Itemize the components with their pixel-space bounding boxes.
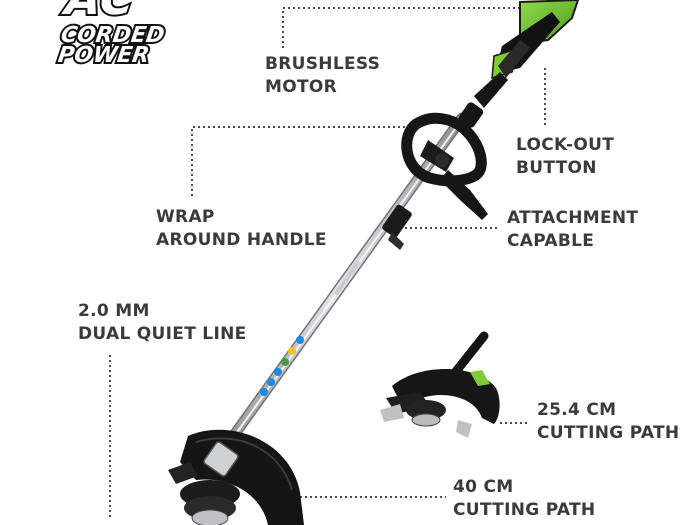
ac-corded-power-logo: AC CORDED POWER	[54, 0, 168, 70]
wrap-around-handle	[401, 112, 488, 220]
logo-line-ac: AC	[60, 0, 139, 25]
callout-cutting-path-small-line2: CUTTING PATH	[537, 423, 680, 443]
callout-wrap-around-handle-line2: AROUND HANDLE	[156, 230, 327, 250]
callout-attachment-capable-line1: ATTACHMENT	[507, 208, 639, 228]
callout-dual-quiet-line-line1: 2.0 MM	[78, 301, 150, 321]
callout-attachment-capable: ATTACHMENT CAPABLE	[507, 207, 638, 253]
callout-dual-quiet-line: 2.0 MM DUAL QUIET LINE	[78, 300, 247, 346]
callout-lock-out-button-line1: LOCK-OUT	[516, 135, 615, 155]
logo-line-corded: CORDED	[59, 22, 166, 48]
leader-wrap-handle	[191, 126, 405, 196]
leader-brushless-motor	[282, 7, 520, 48]
callout-attachment-capable-line2: CAPABLE	[507, 231, 595, 251]
main-trimmer-head	[168, 429, 304, 525]
callout-brushless-motor-line2: MOTOR	[265, 77, 338, 97]
callout-cutting-path-small: 25.4 CM CUTTING PATH	[537, 399, 679, 445]
callout-cutting-path-large: 40 CM CUTTING PATH	[453, 476, 595, 522]
callout-wrap-around-handle: WRAP AROUND HANDLE	[156, 206, 327, 252]
callout-wrap-around-handle-line1: WRAP	[156, 207, 215, 227]
logo-line-power: POWER	[56, 42, 151, 68]
shaft-decals	[260, 260, 361, 396]
callout-lock-out-button-line2: BUTTON	[516, 158, 597, 178]
callout-brushless-motor: BRUSHLESS MOTOR	[265, 53, 380, 99]
callout-cutting-path-large-line1: 40 CM	[453, 477, 514, 497]
attachment-coupler	[382, 204, 412, 250]
inset-small-trimmer-head	[380, 331, 500, 438]
callout-cutting-path-small-line1: 25.4 CM	[537, 400, 617, 420]
callout-leader-lines	[109, 7, 546, 520]
callout-cutting-path-large-line2: CUTTING PATH	[453, 500, 596, 520]
callout-brushless-motor-line1: BRUSHLESS	[265, 54, 381, 74]
callout-dual-quiet-line-line2: DUAL QUIET LINE	[78, 324, 247, 344]
motor-housing	[458, 0, 580, 128]
callout-lock-out-button: LOCK-OUT BUTTON	[516, 134, 614, 180]
